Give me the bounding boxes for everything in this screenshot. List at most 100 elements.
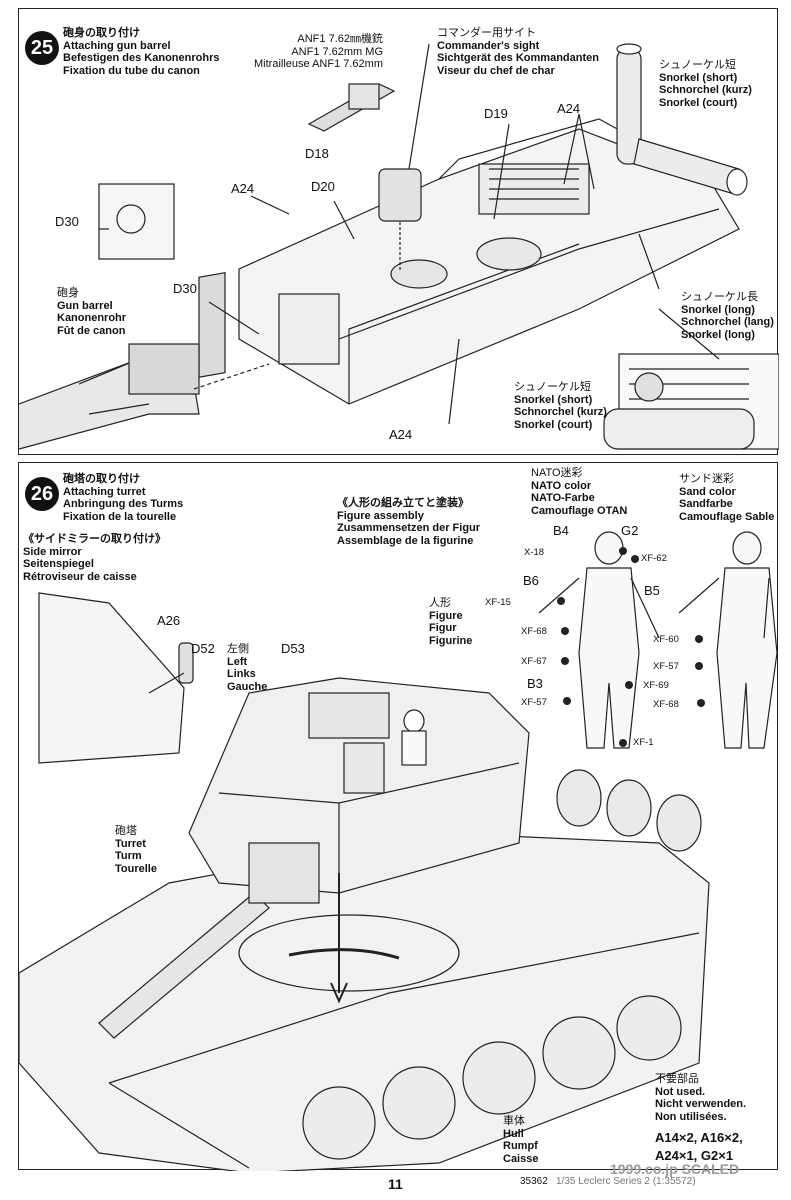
snorkel-long-label: シュノーケル長 Snorkel (long) Schnorchel (lang)… bbox=[681, 291, 774, 341]
side-de: Links bbox=[227, 668, 256, 680]
turret-de: Turm bbox=[115, 850, 142, 862]
step-number-badge: 26 bbox=[25, 477, 59, 511]
paint-sand-xf68: XF-68 bbox=[653, 699, 679, 710]
hull-de: Rumpf bbox=[503, 1140, 538, 1152]
mirror-de: Seitenspiegel bbox=[23, 558, 94, 570]
sand-fr: Camouflage Sable bbox=[679, 510, 775, 523]
sand-en: Sand color bbox=[679, 485, 736, 498]
page-number: 11 bbox=[388, 1176, 403, 1192]
sight-en: Commander's sight bbox=[437, 39, 540, 52]
step-26-title: 砲塔の取り付け Attaching turret Anbringung des … bbox=[63, 473, 183, 523]
sight-jp: コマンダー用サイト bbox=[437, 27, 536, 39]
nato-jp: NATO迷彩 bbox=[531, 467, 583, 479]
mg-label: ANF1 7.62㎜機銃 ANF1 7.62mm MG Mitrailleuse… bbox=[254, 33, 383, 71]
barrel-fr: Fût de canon bbox=[57, 324, 126, 337]
figure-assembly-jp: 《人形の組み立てと塗装》 bbox=[337, 497, 469, 509]
snorkel-long-de: Schnorchel (lang) bbox=[681, 316, 774, 328]
title-de: Befestigen des Kanonenrohrs bbox=[63, 52, 220, 64]
paint-sand-xf57: XF-57 bbox=[653, 661, 679, 672]
snorkel-short-de: Schnorchel (kurz) bbox=[659, 84, 752, 96]
part-b4: B4 bbox=[553, 523, 569, 538]
sight-fr: Viseur du chef de char bbox=[437, 64, 555, 77]
inset-snorkel-de: Schnorchel (kurz) bbox=[514, 406, 607, 418]
barrel-en: Gun barrel bbox=[57, 299, 113, 312]
part-d52: D52 bbox=[191, 641, 215, 656]
figure-label: 人形 Figure Figur Figurine bbox=[429, 597, 472, 647]
notused-parts-line2: A24×1, G2×1 bbox=[655, 1148, 734, 1163]
side-jp: 左側 bbox=[227, 643, 249, 655]
side-en: Left bbox=[227, 655, 248, 668]
barrel-label: 砲身 Gun barrel Kanonenrohr Fût de canon bbox=[57, 287, 126, 337]
title-fr: Fixation du tube du canon bbox=[63, 64, 200, 77]
title-jp: 砲身の取り付け bbox=[63, 27, 140, 39]
fig-en: Figure bbox=[429, 609, 463, 622]
part-a24-right: A24 bbox=[557, 101, 581, 116]
paint-xf15: XF-15 bbox=[485, 597, 511, 608]
paint-x18: X-18 bbox=[524, 547, 545, 558]
part-d20: D20 bbox=[311, 179, 335, 194]
step-25-title: 砲身の取り付け Attaching gun barrel Befestigen … bbox=[63, 27, 219, 77]
title-fr: Fixation de la tourelle bbox=[63, 510, 177, 523]
fig-de: Figur bbox=[429, 622, 457, 634]
footer-code: 35362 bbox=[520, 1176, 548, 1187]
inset-snorkel-en: Snorkel (short) bbox=[514, 393, 593, 406]
paint-xf1: XF-1 bbox=[633, 737, 654, 748]
mg-en: ANF1 7.62mm MG bbox=[291, 45, 383, 58]
inset-snorkel-jp: シュノーケル短 bbox=[514, 381, 591, 393]
part-a24-bottom: A24 bbox=[389, 427, 413, 442]
part-g2: G2 bbox=[621, 523, 639, 538]
part-a26: A26 bbox=[157, 613, 181, 628]
hull-jp: 車体 bbox=[503, 1115, 525, 1127]
sand-de: Sandfarbe bbox=[679, 498, 733, 510]
snorkel-short-fr: Snorkel (court) bbox=[659, 96, 738, 109]
notused-jp: 不要部品 bbox=[655, 1073, 699, 1085]
title-jp: 砲塔の取り付け bbox=[63, 473, 140, 485]
notused-fr: Non utilisées. bbox=[655, 1110, 727, 1123]
snorkel-long-en: Snorkel (long) bbox=[681, 303, 755, 316]
turret-fr: Tourelle bbox=[115, 862, 157, 875]
sand-label: サンド迷彩 Sand color Sandfarbe Camouflage Sa… bbox=[679, 473, 774, 523]
figure-assembly-label: 《人形の組み立てと塗装》 Figure assembly Zusammenset… bbox=[337, 497, 480, 547]
turret-jp: 砲塔 bbox=[115, 825, 137, 837]
hull-fr: Caisse bbox=[503, 1152, 539, 1165]
title-en: Attaching turret bbox=[63, 485, 146, 498]
snorkel-long-fr: Snorkel (long) bbox=[681, 328, 755, 341]
step-25-panel: 25 砲身の取り付け Attaching gun barrel Befestig… bbox=[18, 8, 779, 455]
figure-assembly-fr: Assemblage de la figurine bbox=[337, 534, 474, 547]
notused-en: Not used. bbox=[655, 1085, 706, 1098]
part-d30: D30 bbox=[173, 281, 197, 296]
nato-fr: Camouflage OTAN bbox=[531, 504, 628, 517]
notused-de: Nicht verwenden. bbox=[655, 1098, 747, 1110]
figure-assembly-en: Figure assembly bbox=[337, 509, 424, 522]
paint-xf67: XF-67 bbox=[521, 656, 547, 667]
mirror-fr: Rétroviseur de caisse bbox=[23, 570, 137, 583]
nato-en: NATO color bbox=[531, 479, 592, 492]
part-b5: B5 bbox=[644, 583, 660, 598]
sight-de: Sichtgerät des Kommandanten bbox=[437, 52, 599, 64]
mg-fr: Mitrailleuse ANF1 7.62mm bbox=[254, 58, 383, 70]
mirror-en: Side mirror bbox=[23, 545, 82, 558]
title-de: Anbringung des Turms bbox=[63, 498, 184, 510]
part-b3: B3 bbox=[527, 676, 543, 691]
step-number-badge: 25 bbox=[25, 31, 59, 65]
fig-jp: 人形 bbox=[429, 597, 451, 609]
notused-parts-line1: A14×2, A16×2, bbox=[655, 1130, 743, 1145]
figure-assembly-de: Zusammensetzen der Figur bbox=[337, 522, 481, 534]
part-d18: D18 bbox=[305, 146, 329, 161]
paint-xf69: XF-69 bbox=[643, 680, 669, 691]
mirror-label: 《サイドミラーの取り付け》 Side mirror Seitenspiegel … bbox=[23, 533, 166, 583]
hull-en: Hull bbox=[503, 1127, 524, 1140]
mg-jp: ANF1 7.62㎜機銃 bbox=[297, 33, 383, 45]
paint-sand-xf60: XF-60 bbox=[653, 634, 679, 645]
side-label: 左側 Left Links Gauche bbox=[227, 643, 267, 693]
part-a24-left: A24 bbox=[231, 181, 255, 196]
sight-label: コマンダー用サイト Commander's sight Sichtgerät d… bbox=[437, 27, 599, 77]
paint-xf57: XF-57 bbox=[521, 697, 547, 708]
part-b6: B6 bbox=[523, 573, 539, 588]
footer-series: 1/35 Leclerc Series 2 (1:35572) bbox=[556, 1176, 696, 1187]
watermark: 1999.co.jp SCALED bbox=[610, 1161, 740, 1177]
nato-label: NATO迷彩 NATO color NATO-Farbe Camouflage … bbox=[531, 467, 627, 517]
title-en: Attaching gun barrel bbox=[63, 39, 171, 52]
part-d53: D53 bbox=[281, 641, 305, 656]
turret-en: Turret bbox=[115, 837, 146, 850]
